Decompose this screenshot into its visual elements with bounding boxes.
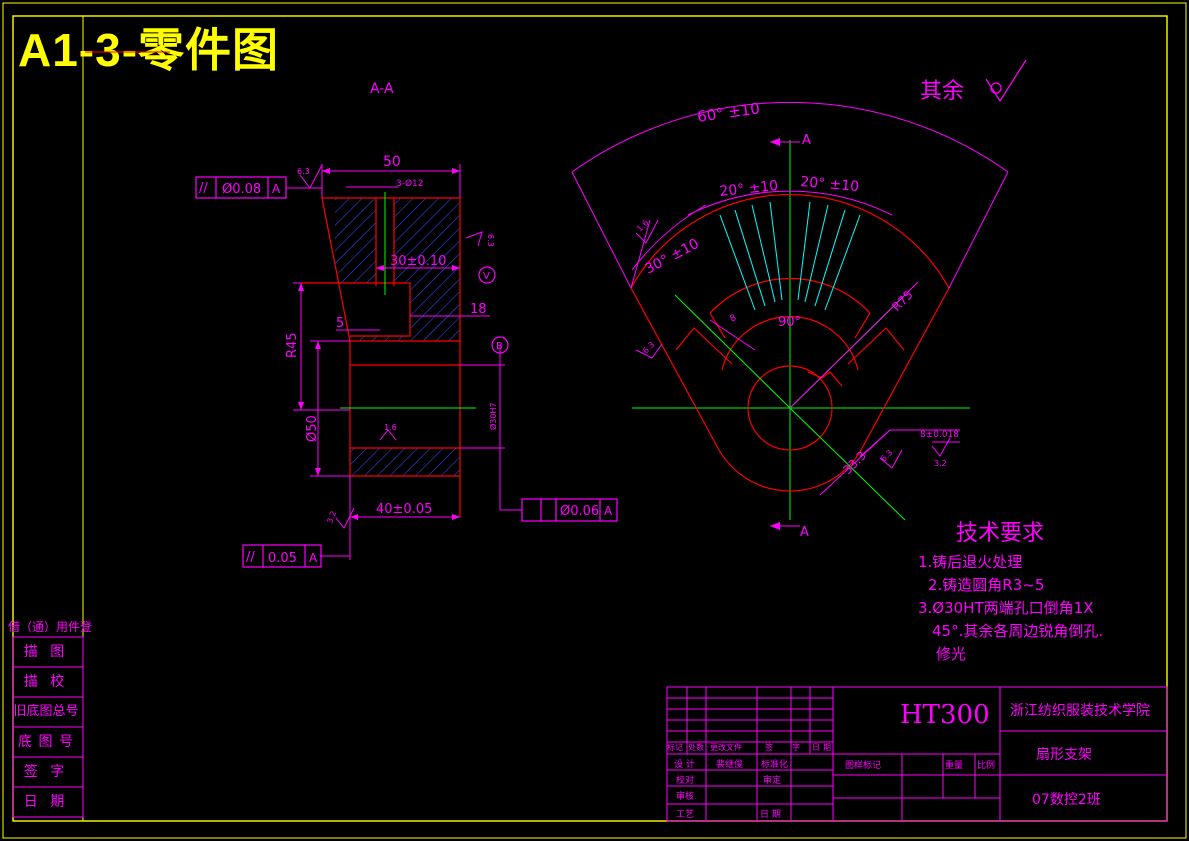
surface-rest-label: 其余 (920, 79, 964, 104)
fcf3-value: Ø0.06 (560, 504, 599, 519)
front-view-texts: 60° ±10 20° ±10 20° ±10 30° ±10 90° R75 … (635, 99, 959, 540)
dim-radius-75: R75 (889, 288, 916, 315)
section-view (195, 164, 618, 568)
dim-depth-18: 18 (470, 302, 487, 317)
rev-header-sign: 签 (765, 743, 773, 752)
class-name: 07数控2班 (1032, 792, 1101, 808)
dim-length-40: 40±0.05 (376, 502, 432, 517)
weight-label: 重量 (945, 761, 964, 771)
title-block (666, 686, 1168, 822)
section-mark-top: A (802, 133, 811, 148)
angle-outer: 60° ±10 (696, 99, 761, 126)
fcf1-value: Ø0.08 (222, 182, 261, 197)
dim-hole-depth: 30±0.10 (390, 254, 446, 269)
angle-center: 90° (778, 315, 801, 330)
dim-gap-5: 5 (336, 316, 344, 331)
roughness-front-side: 6.3 (641, 340, 656, 355)
roughness-front-left: 1.6 (635, 218, 650, 233)
roughness-top: 6.3 (297, 167, 310, 176)
fcf2-symbol: // (246, 550, 255, 565)
section-view-label: A-A (370, 81, 394, 97)
role-date: 日 期 (760, 810, 781, 820)
angle-side: 30° ±10 (642, 236, 701, 278)
angle-right-slot: 20° ±10 (800, 174, 860, 195)
rev-header-file: 更改文件 (710, 743, 742, 752)
sheet-title: A1-3-零件图 (18, 24, 280, 76)
section-hatch-lower (350, 448, 460, 476)
role-review: 审核 (676, 792, 695, 802)
dim-dia-50: Ø50 (305, 415, 320, 442)
side-column-header: 借（通）用件登 (8, 620, 93, 634)
roughness-bore: 1.6 (384, 423, 397, 432)
fcf3-datum: A (604, 504, 613, 518)
angle-left-slot: 20° ±10 (719, 178, 779, 200)
fcf1-symbol: // (199, 181, 208, 196)
roughness-front-lower: 6.3 (879, 448, 894, 463)
fcf1-datum: A (272, 182, 281, 196)
fcf2-datum: A (309, 551, 318, 565)
rev-header-char: 字 (792, 743, 800, 752)
front-view (571, 101, 1009, 530)
datum-b: B (496, 341, 503, 352)
side-row-5: 签 字 (23, 764, 69, 780)
side-row-3: 旧底图总号 (13, 704, 79, 719)
rest-roughness-symbol (985, 59, 1027, 103)
dim-bore: Ø30H7 (488, 402, 498, 430)
rev-header-day: 日 (812, 743, 820, 752)
role-process: 工艺 (676, 810, 695, 820)
dim-keyway: 8±0.018 (920, 430, 959, 440)
roughness-front-key: 3.2 (934, 459, 947, 468)
side-row-1: 描 图 (23, 644, 69, 660)
tech-line-1: 1.铸后退火处理 (918, 553, 1023, 571)
side-column-frame (12, 636, 84, 818)
roughness-bottom: 3.2 (325, 510, 338, 525)
school-name: 浙江纺织服装技术学院 (1010, 703, 1150, 719)
fcf2-value: 0.05 (268, 551, 297, 566)
tech-line-2: 2.铸造圆角R3~5 (928, 576, 1045, 594)
rev-header-count: 处数 (688, 743, 704, 752)
material-label: HT300 (900, 700, 990, 730)
tech-line-4: 45°.其余各周边锐角倒孔. (932, 622, 1104, 640)
role-standard: 标准化 (761, 760, 789, 770)
section-mark-bottom: A (800, 525, 809, 540)
stage-label: 图样标记 (845, 761, 882, 771)
tech-requirements: 技术要求 1.铸后退火处理 2.铸造圆角R3~5 3.Ø30HT两端孔口倒角1X… (918, 515, 1103, 666)
side-column: 借（通）用件登 描 图 描 校 旧底图总号 底 图 号 签 字 日 期 (8, 617, 93, 817)
tech-requirements-title: 技术要求 (956, 521, 1045, 546)
rev-header-period: 期 (823, 743, 831, 752)
dim-slot-8: 8 (729, 313, 739, 325)
dim-holes: 3-Ø12 (396, 178, 424, 189)
scale-label: 比例 (977, 761, 996, 771)
designer-name: 裴继俊 (716, 760, 744, 770)
datum-v: V (483, 271, 490, 282)
part-name: 扇形支架 (1036, 747, 1092, 763)
rev-header-mark: 标记 (667, 743, 683, 752)
roughness-right: 6.3 (486, 234, 495, 247)
role-design: 设 计 (674, 760, 695, 770)
dim-radius-45: R45 (285, 332, 300, 358)
role-check: 校对 (676, 776, 695, 786)
dim-width-50: 50 (383, 154, 401, 170)
tech-line-3: 3.Ø30HT两端孔口倒角1X (918, 599, 1094, 617)
role-approve: 审定 (763, 776, 782, 786)
side-row-2: 描 校 (23, 674, 69, 690)
section-view-texts: 50 3-Ø12 30±0.10 18 5 R45 Ø50 40±0.05 Ø3… (199, 154, 613, 566)
tech-line-5: 修光 (936, 645, 967, 663)
side-row-4: 底 图 号 (18, 734, 74, 750)
side-row-6: 日 期 (23, 794, 69, 810)
